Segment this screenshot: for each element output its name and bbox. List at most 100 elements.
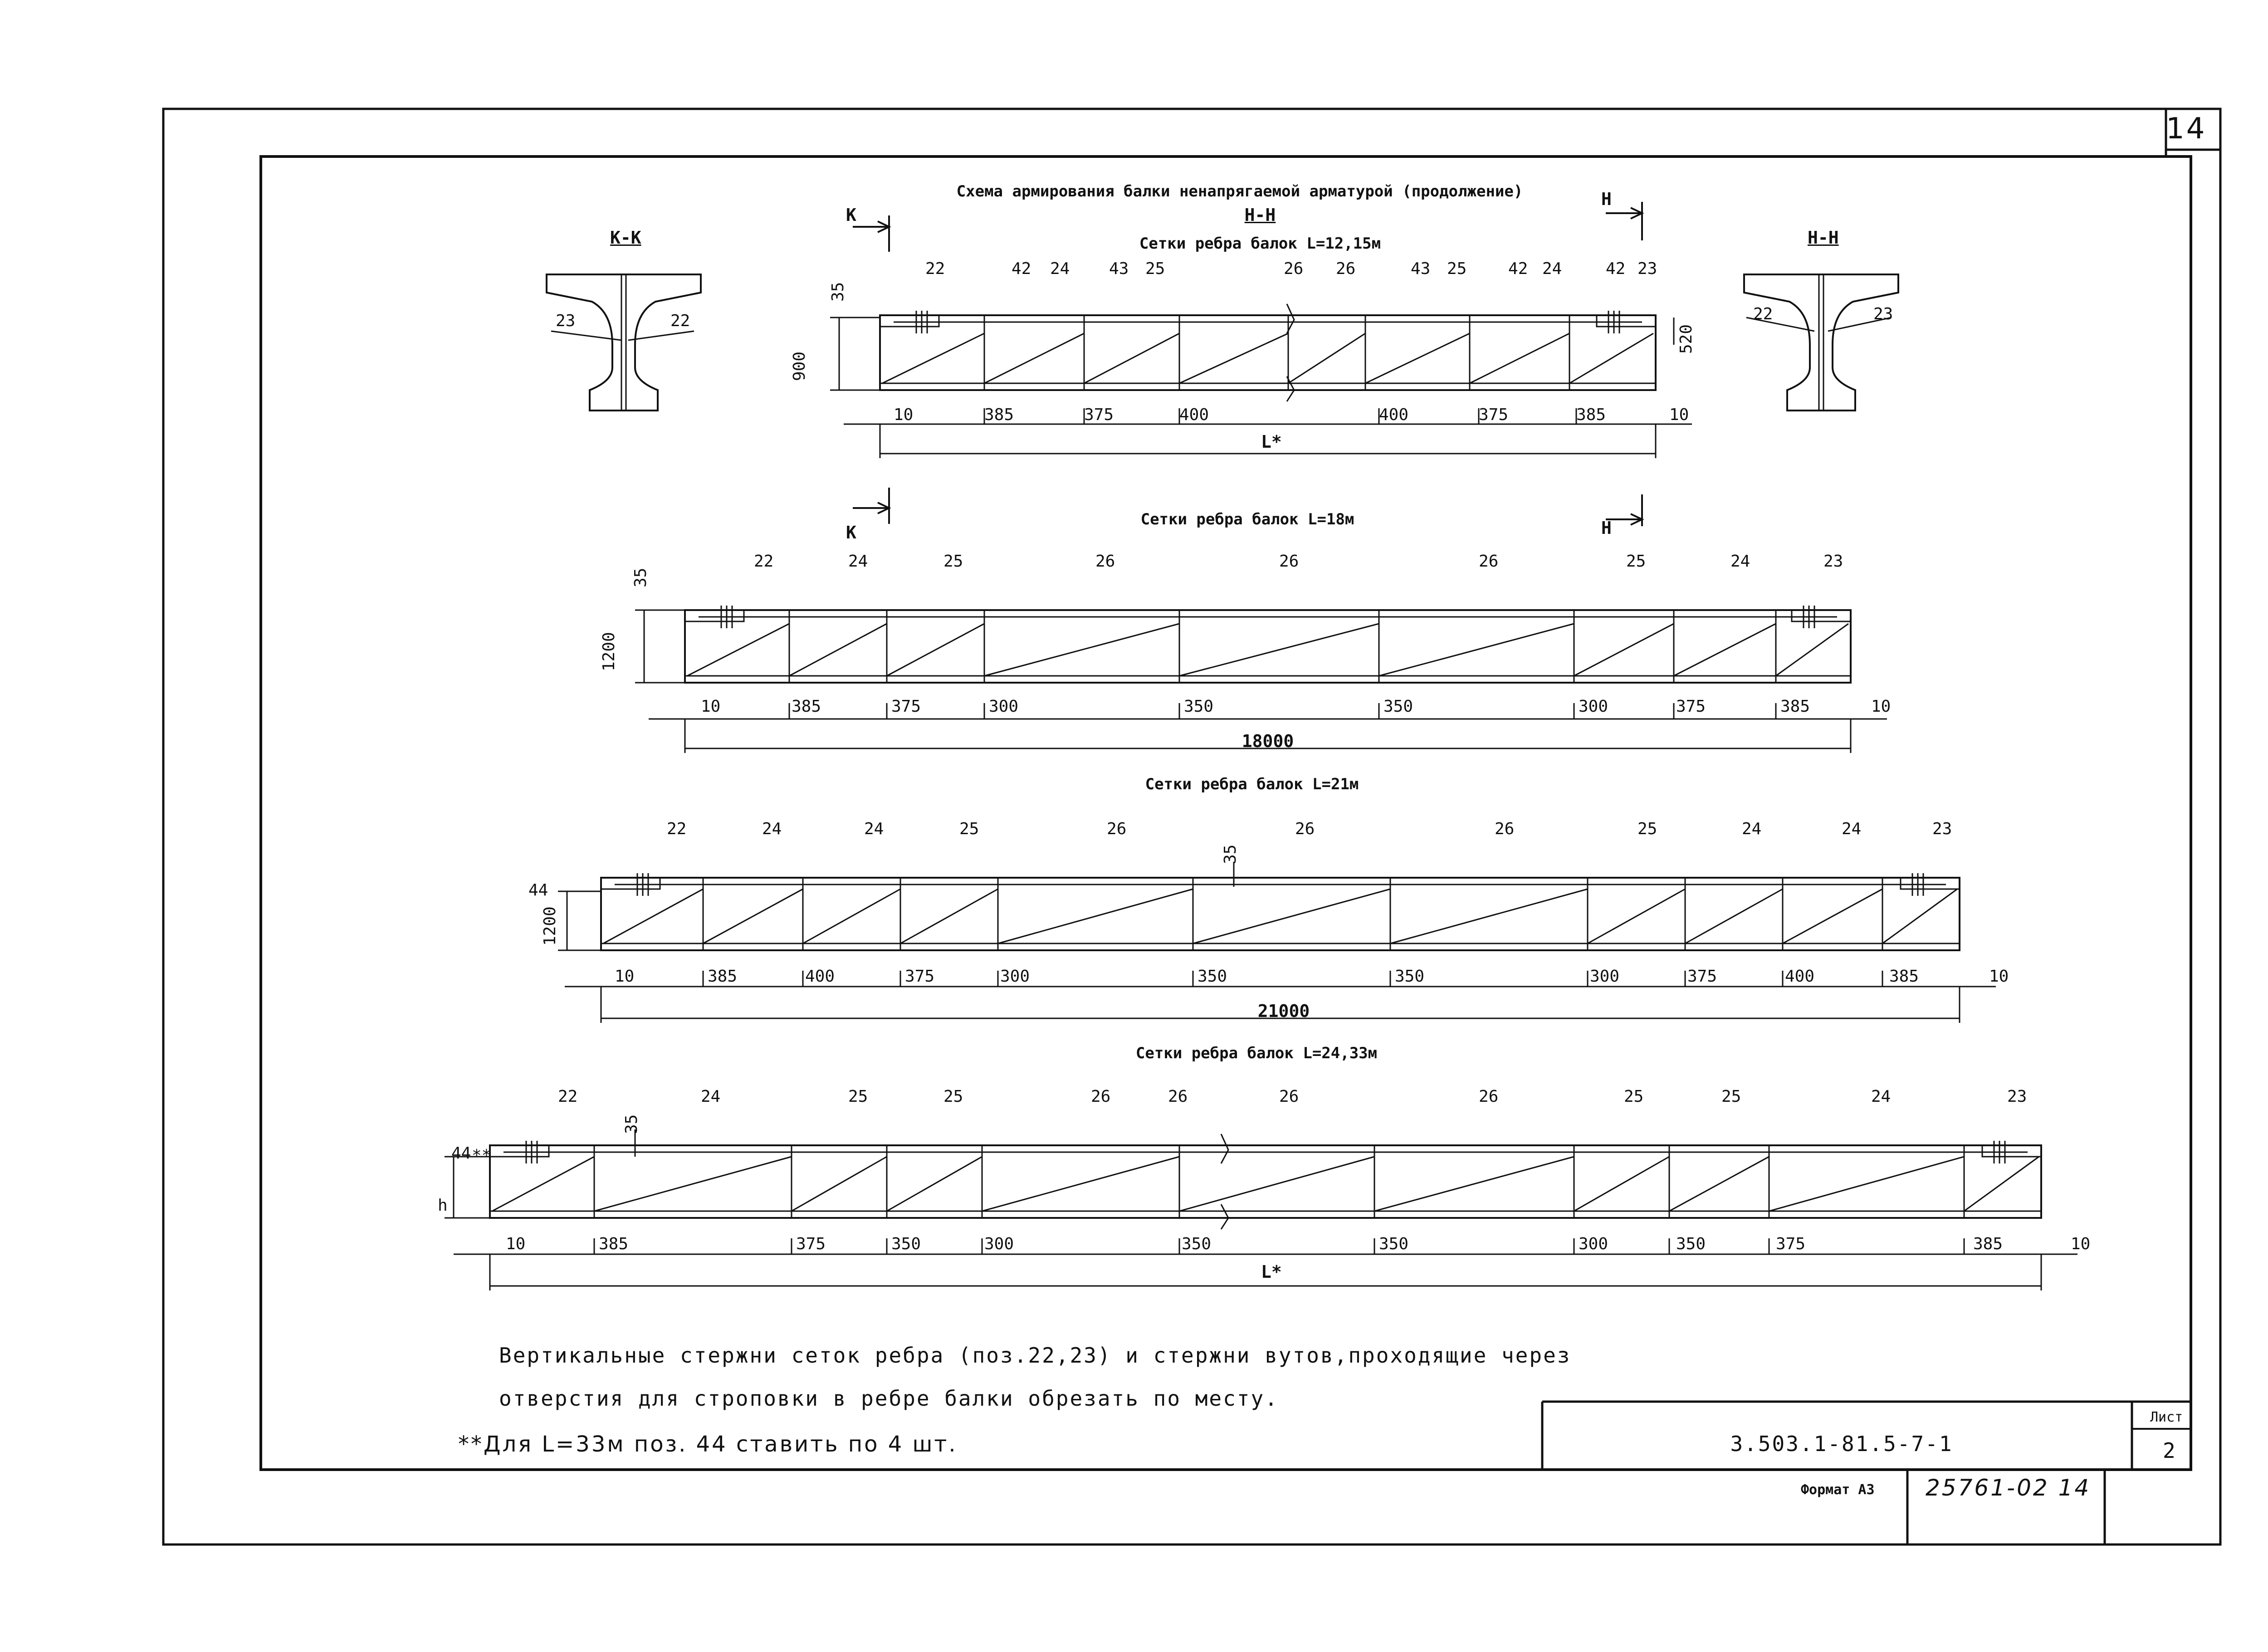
- p1-diagonal: [1569, 332, 1654, 384]
- p2-diagonal: [886, 623, 985, 677]
- p1-total: L*: [1261, 432, 1282, 452]
- p2-pos: 24: [848, 552, 868, 571]
- p3-pos: 24: [1742, 820, 1762, 838]
- p4-pos: 24: [1871, 1087, 1891, 1106]
- p1-pos: 42: [1508, 259, 1528, 278]
- p3-diagonal: [1587, 888, 1686, 944]
- p4-pos: 26: [1479, 1087, 1499, 1106]
- p4-outline: [489, 1144, 2042, 1219]
- p1-dim: 385: [984, 406, 1014, 424]
- p2-diagonal: [984, 623, 1180, 677]
- p3-diagonal: [603, 888, 704, 944]
- p3-pos: 24: [864, 820, 884, 838]
- p4-pos: 26: [1168, 1087, 1188, 1106]
- p3-diagonal: [802, 888, 901, 944]
- p1-pos: 26: [1284, 259, 1304, 278]
- p1-end-zone: [880, 315, 940, 327]
- p3-diagonal: [1782, 888, 1883, 944]
- p1-pos: 42: [1012, 259, 1031, 278]
- inner-frame: [259, 155, 2192, 1471]
- p3-dim: 10: [615, 967, 635, 986]
- p2-dim: 10: [701, 697, 721, 716]
- sheet-number: 14: [2166, 112, 2207, 146]
- p2-end-zone: [685, 610, 745, 622]
- p2-dim: 375: [891, 697, 921, 716]
- p2-diagonal: [687, 623, 790, 677]
- p4-dim: 300: [1579, 1235, 1608, 1253]
- p3-pos: 26: [1495, 820, 1515, 838]
- p1-pos: 43: [1411, 259, 1431, 278]
- p3-dim: 375: [1687, 967, 1717, 986]
- p2-dim: 375: [1676, 697, 1706, 716]
- cut-arrow: [1606, 513, 1644, 526]
- p1-pos: 25: [1145, 259, 1165, 278]
- leader-line: [628, 330, 694, 341]
- p4-pos: 26: [1091, 1087, 1111, 1106]
- p1-pos: 26: [1336, 259, 1356, 278]
- cut-mark-h-top: Н: [1601, 189, 1612, 209]
- p1-diagonal: [1365, 332, 1470, 384]
- p4-pos: 25: [1721, 1087, 1741, 1106]
- note-line-1: Вертикальные стержни сеток ребра (поз.22…: [499, 1343, 1571, 1368]
- p3-pos: 22: [667, 820, 687, 838]
- p2-diagonal: [1775, 623, 1849, 677]
- section-kk-right-pos: 22: [670, 312, 690, 330]
- p4-pos: 25: [848, 1087, 868, 1106]
- p4-pos: 25: [943, 1087, 963, 1106]
- cut-mark-h-bottom: Н: [1601, 518, 1612, 538]
- p3-top-offset: 35: [1221, 844, 1240, 864]
- p3-pos: 26: [1107, 820, 1127, 838]
- cut-mark-k-bottom: К: [846, 523, 856, 543]
- p4-pos: 25: [1624, 1087, 1644, 1106]
- p3-pos: 25: [959, 820, 979, 838]
- p3-diagonal: [900, 888, 998, 944]
- p4-pos: 26: [1279, 1087, 1299, 1106]
- p1-diagonal: [1469, 332, 1570, 384]
- p4-diagonal: [1574, 1156, 1670, 1212]
- p3-pos: 23: [1932, 820, 1952, 838]
- p1-diagonal: [882, 332, 985, 384]
- p2-top-offset: 35: [631, 567, 650, 587]
- panel-2-subtitle: Сетки ребра балок L=18м: [1140, 510, 1354, 528]
- p1-dim: 10: [1669, 406, 1689, 424]
- p3-outline: [600, 877, 1960, 951]
- note-line-2: отверстия для строповки в ребре балки об…: [499, 1386, 1279, 1411]
- p1-dim: 375: [1084, 406, 1114, 424]
- p1-dim: 400: [1379, 406, 1409, 424]
- p4-diagonal: [594, 1156, 792, 1212]
- p2-total: 18000: [1242, 731, 1294, 751]
- p4-diagonal: [1179, 1156, 1375, 1212]
- p4-dim: 350: [1182, 1235, 1212, 1253]
- p1-pos: 25: [1447, 259, 1467, 278]
- p3-extra: 44: [528, 881, 548, 899]
- p3-diagonal: [1882, 888, 1958, 944]
- p1-dim: 385: [1576, 406, 1606, 424]
- section-kk-shape: [546, 274, 702, 411]
- p2-dim: 385: [792, 697, 821, 716]
- p1-end-zone: [1596, 315, 1656, 327]
- p4-dim: 350: [1676, 1235, 1706, 1253]
- p3-dim: 10: [1989, 967, 2009, 986]
- p1-dim: 400: [1179, 406, 1209, 424]
- p2-pos: 24: [1730, 552, 1750, 571]
- section-hh-left-pos: 22: [1753, 305, 1773, 323]
- drawing-title: Схема армирования балки ненапрягаемой ар…: [956, 182, 1523, 200]
- p3-end-zone: [1900, 878, 1960, 890]
- p4-end-zone: [490, 1145, 550, 1158]
- sheet-number-cell: 2: [2163, 1438, 2177, 1463]
- format-label: Формат А3: [1801, 1482, 1875, 1498]
- p4-end-zone: [1981, 1145, 2041, 1158]
- p3-diagonal: [703, 888, 803, 944]
- panel-1-subtitle: Сетки ребра балок L=12,15м: [1139, 235, 1381, 253]
- p3-total: 21000: [1257, 1001, 1310, 1021]
- p2-dim: 10: [1871, 697, 1891, 716]
- leader-line: [551, 330, 622, 341]
- p2-diagonal: [789, 623, 887, 677]
- p1-break: [1286, 376, 1295, 402]
- p4-pos: 23: [2007, 1087, 2027, 1106]
- p4-diagonal: [1964, 1156, 2039, 1212]
- p2-dim: 350: [1184, 697, 1214, 716]
- p1-height: 900: [790, 351, 809, 381]
- section-ref-upper: Н-Н: [1244, 205, 1276, 225]
